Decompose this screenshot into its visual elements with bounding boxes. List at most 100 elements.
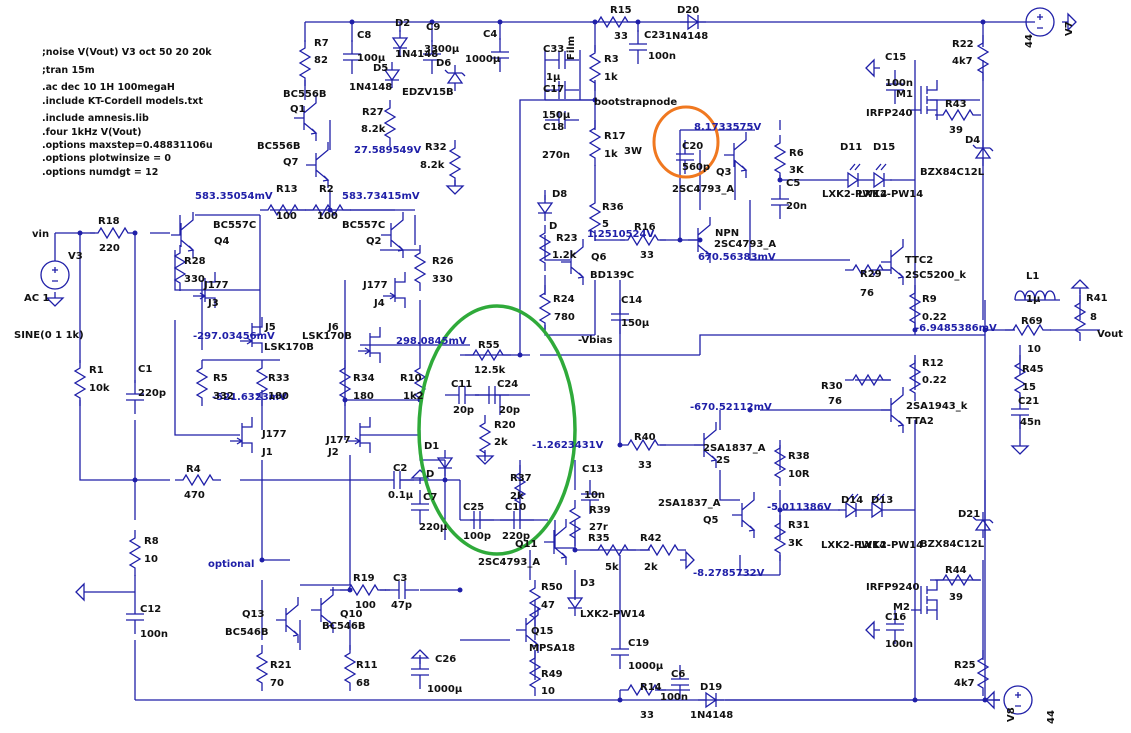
directive-four: .four 1kHz V(Vout): [42, 127, 141, 138]
wires: [54, 21, 1100, 701]
component-label: BC557C: [342, 220, 385, 231]
component-label: 2k: [494, 437, 508, 448]
voltage-annotation: 1.2510524V: [587, 229, 654, 240]
component-label: 10R: [788, 469, 810, 480]
component-label: C33: [543, 44, 564, 55]
component-label: 33: [614, 31, 628, 42]
component-label: Q3: [716, 167, 732, 178]
component-label: C21: [1018, 396, 1039, 407]
component-label: 100: [317, 211, 338, 222]
component-label: 3K: [788, 538, 804, 549]
component-label: R41: [1086, 293, 1108, 304]
voltage-annotation: -297.03456mV: [193, 331, 275, 342]
component-label: R1: [89, 365, 104, 376]
component-label: 2SC4793_A: [714, 239, 776, 250]
component-label: R31: [788, 520, 810, 531]
component-label: R43: [945, 99, 967, 110]
component-label: C16: [885, 612, 906, 623]
component-label: 10n: [584, 490, 605, 501]
component-label: R22: [952, 39, 974, 50]
net-labels: vin Vout bootstrapnode -Vbias optional: [32, 97, 1123, 570]
component-label: C13: [582, 464, 603, 475]
component-label: C24: [497, 379, 518, 390]
source-v3-sine: SINE(0 1 1k): [14, 330, 84, 341]
component-label: R8: [144, 536, 159, 547]
component-label: 3K: [789, 165, 805, 176]
component-label: 2k: [644, 562, 658, 573]
component-label: Q13: [242, 609, 264, 620]
component-label: C5: [786, 178, 800, 189]
component-label: 1k: [604, 149, 618, 160]
component-label: D13: [871, 495, 893, 506]
component-label: 1µ: [546, 72, 561, 83]
component-label: L1: [1026, 271, 1039, 282]
component-label: D2: [395, 18, 410, 29]
component-label: 2k: [510, 491, 524, 502]
component-label: 220µ: [419, 522, 448, 533]
component-label: C7: [423, 492, 437, 503]
component-label: R11: [356, 660, 378, 671]
component-label: C23: [644, 30, 665, 41]
voltage-annotation: -8.2785732V: [693, 568, 765, 579]
component-label: R12: [922, 358, 944, 369]
component-label: 45n: [1020, 417, 1041, 428]
component-label: C4: [483, 29, 497, 40]
component-label: J177: [325, 435, 351, 446]
component-label: J3: [207, 298, 219, 309]
component-label: 70: [270, 678, 284, 689]
component-label: R7: [314, 38, 329, 49]
component-label: J177: [203, 280, 229, 291]
net-vin: vin: [32, 229, 49, 240]
component-label: 1k: [604, 72, 618, 83]
component-label: R45: [1022, 364, 1044, 375]
component-label: 1000µ: [427, 684, 463, 695]
component-label: 39: [949, 125, 963, 136]
component-label: Q10: [340, 609, 362, 620]
directive-include-models: .include KT-Cordell models.txt: [42, 96, 203, 107]
component-label: R36: [602, 202, 624, 213]
component-label: 0.1µ: [388, 490, 414, 501]
component-label: Q11: [515, 539, 537, 550]
voltage-annotation: 583.73415mV: [342, 191, 420, 202]
component-label: C26: [435, 654, 456, 665]
component-label: 10: [541, 686, 555, 697]
component-label: C19: [628, 638, 649, 649]
component-label: BC556B: [257, 141, 300, 152]
component-label: R69: [1021, 316, 1043, 327]
component-label: 100p: [463, 531, 491, 542]
component-label: 5k: [605, 562, 619, 573]
component-label: C9: [426, 22, 440, 33]
component-label: 27r: [589, 522, 608, 533]
component-label: Film: [566, 36, 577, 60]
component-label: J177: [362, 280, 388, 291]
source-v7-name: V7: [1064, 21, 1075, 36]
component-label: D4: [965, 135, 980, 146]
component-label: LXK2-PW14: [858, 189, 923, 200]
component-label: 100: [276, 211, 297, 222]
voltage-annotations: 27.589549V 583.35054mV 583.73415mV -297.…: [193, 122, 997, 579]
component-label: C8: [357, 30, 371, 41]
component-label: D8: [552, 189, 567, 200]
component-label: D19: [700, 682, 722, 693]
component-label: 76: [860, 288, 874, 299]
component-label: 39: [949, 592, 963, 603]
net-bootstrap: bootstrapnode: [594, 97, 677, 108]
component-label: 10: [1027, 344, 1041, 355]
component-label: R14: [640, 682, 662, 693]
component-label: 150µ: [542, 110, 571, 121]
component-label: Q15: [531, 626, 553, 637]
voltage-annotation: -521.6323mV: [212, 392, 287, 403]
component-label: 8.2k: [361, 124, 386, 135]
component-label: 82: [314, 55, 328, 66]
voltage-annotation: 298.0845mV: [396, 336, 467, 347]
component-label: R4: [186, 464, 201, 475]
component-label: 4k7: [952, 56, 973, 67]
component-label: R25: [954, 660, 976, 671]
source-v3-name: V3: [68, 251, 83, 262]
source-v7-value: 44: [1024, 34, 1035, 48]
component-label: Q6: [591, 252, 607, 263]
component-label: D1: [424, 441, 439, 452]
source-v3-ac: AC 1: [24, 293, 50, 304]
component-label: 3300µ: [424, 44, 460, 55]
source-v8-name: V8: [1006, 707, 1017, 722]
